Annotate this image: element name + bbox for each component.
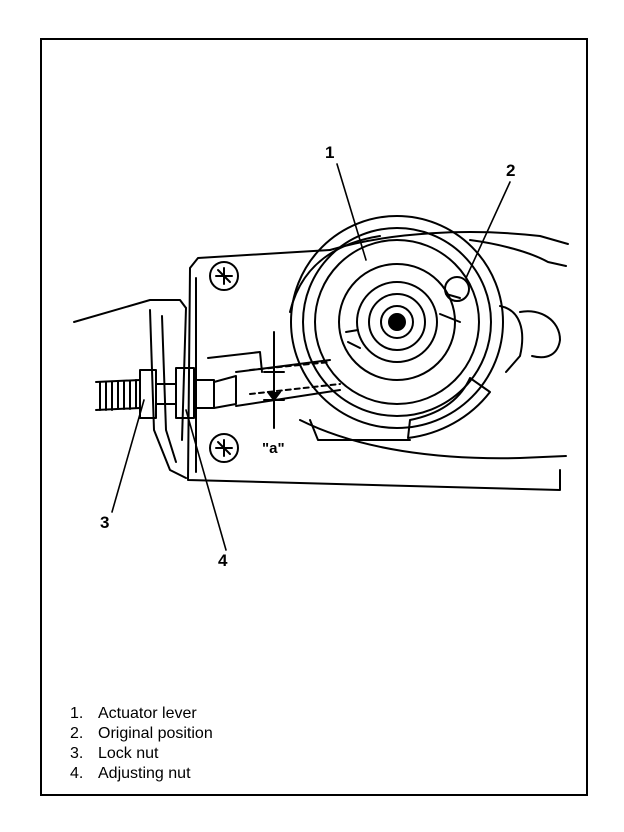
mounting-screw-bottom (209, 433, 239, 463)
legend-item: 4. Adjusting nut (70, 764, 213, 784)
legend-text: Actuator lever (98, 705, 197, 722)
legend-item: 1. Actuator lever (70, 704, 213, 724)
mounting-screw-top (209, 261, 239, 291)
legend-number: 4. (70, 765, 84, 782)
legend-number: 3. (70, 745, 84, 762)
actuator-lever (289, 215, 561, 439)
legend-number: 1. (70, 705, 84, 722)
housing-plate (187, 231, 569, 491)
legend-item: 3. Lock nut (70, 744, 213, 764)
legend-text: Original position (98, 725, 213, 742)
leader-lines (111, 163, 511, 551)
legend-number: 2. (70, 725, 84, 742)
legend-text: Lock nut (98, 745, 159, 762)
cable-assembly (95, 351, 341, 419)
legend-text: Adjusting nut (98, 765, 191, 782)
callout-adjusting-nut: 4 (218, 551, 228, 570)
callout-original-position: 2 (506, 161, 516, 180)
figure-frame (40, 38, 588, 796)
legend: 1. Actuator lever 2. Original position 3. L… (70, 704, 213, 784)
original-position-marker (444, 276, 470, 302)
callout-lock-nut: 3 (100, 513, 110, 532)
callout-actuator-lever: 1 (325, 143, 335, 162)
gap-dimension (263, 331, 285, 429)
gap-label: "a" (262, 440, 285, 457)
legend-item: 2. Original position (70, 724, 213, 744)
